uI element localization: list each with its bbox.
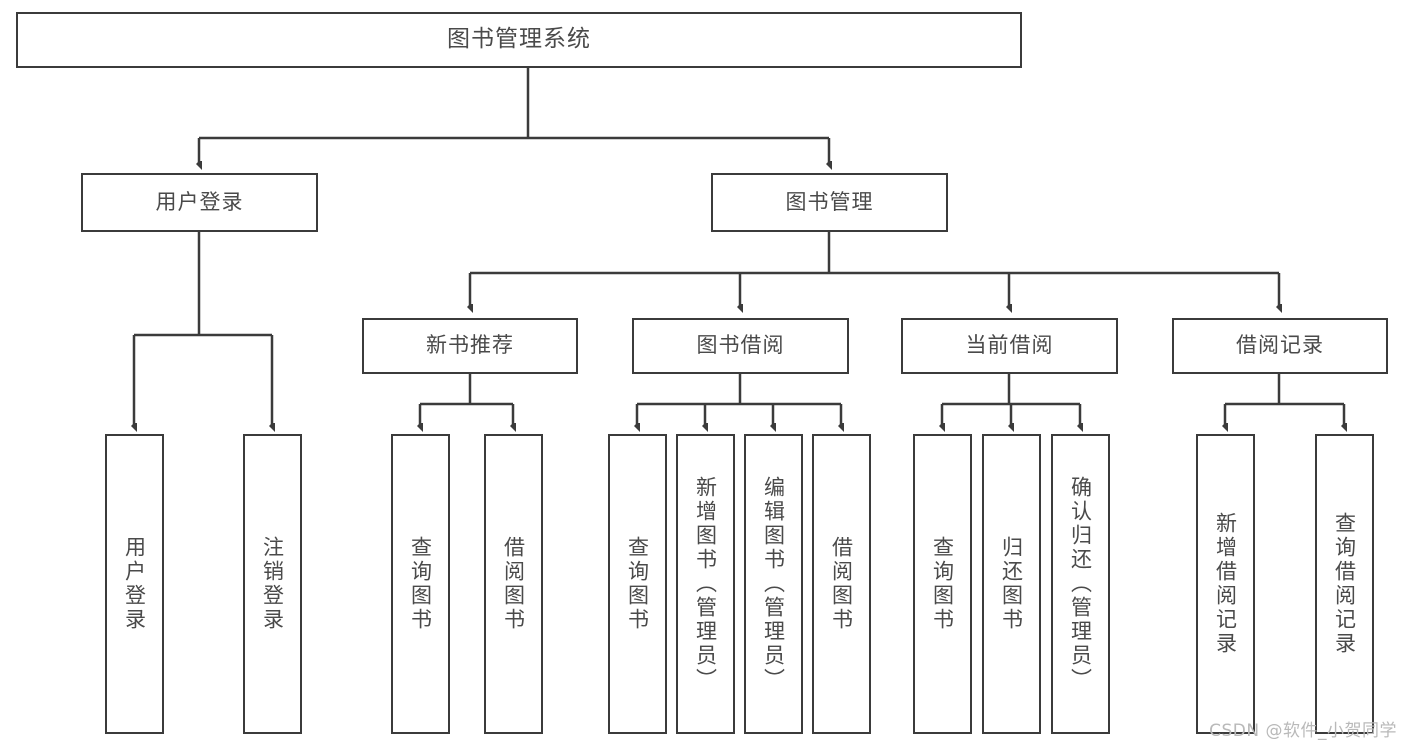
root-node-label: 图书管理系统 (447, 26, 591, 53)
node-book-borrow[interactable]: 图书借阅 (632, 318, 849, 374)
leaf-user-login[interactable]: 用户登录 (105, 434, 164, 734)
leaf-query-borrow-record-label: 查询借阅记录 (1332, 512, 1357, 656)
leaf-edit-book-admin[interactable]: 编辑图书（管理员） (744, 434, 803, 734)
leaf-query-book-2[interactable]: 查询图书 (608, 434, 667, 734)
leaf-borrow-book-1[interactable]: 借阅图书 (484, 434, 543, 734)
node-borrow-record[interactable]: 借阅记录 (1172, 318, 1388, 374)
leaf-add-borrow-record-label: 新增借阅记录 (1213, 512, 1238, 656)
leaf-return-book[interactable]: 归还图书 (982, 434, 1041, 734)
node-borrow-record-label: 借阅记录 (1236, 333, 1324, 358)
leaf-confirm-return-admin[interactable]: 确认归还（管理员） (1051, 434, 1110, 734)
node-new-book-recommend[interactable]: 新书推荐 (362, 318, 578, 374)
leaf-borrow-book-1-label: 借阅图书 (501, 536, 526, 632)
node-user-login[interactable]: 用户登录 (81, 173, 318, 232)
leaf-query-book-1[interactable]: 查询图书 (391, 434, 450, 734)
leaf-borrow-book-2[interactable]: 借阅图书 (812, 434, 871, 734)
leaf-query-book-1-label: 查询图书 (408, 536, 433, 632)
leaf-query-book-3-label: 查询图书 (930, 536, 955, 632)
leaf-add-borrow-record[interactable]: 新增借阅记录 (1196, 434, 1255, 734)
root-node[interactable]: 图书管理系统 (16, 12, 1022, 68)
node-new-book-recommend-label: 新书推荐 (426, 333, 514, 358)
node-book-borrow-label: 图书借阅 (696, 333, 785, 358)
leaf-user-logout-label: 注销登录 (260, 536, 285, 632)
leaf-add-book-admin-label: 新增图书（管理员） (693, 476, 718, 692)
node-current-borrow[interactable]: 当前借阅 (901, 318, 1118, 374)
leaf-borrow-book-2-label: 借阅图书 (829, 536, 854, 632)
leaf-edit-book-admin-label: 编辑图书（管理员） (761, 476, 786, 692)
watermark: CSDN @软件_小贺同学 (1209, 721, 1397, 741)
leaf-query-borrow-record[interactable]: 查询借阅记录 (1315, 434, 1374, 734)
node-current-borrow-label: 当前借阅 (965, 333, 1054, 358)
leaf-return-book-label: 归还图书 (999, 536, 1024, 632)
node-book-management-label: 图书管理 (785, 189, 874, 214)
leaf-query-book-3[interactable]: 查询图书 (913, 434, 972, 734)
leaf-user-login-label: 用户登录 (122, 536, 147, 632)
leaf-query-book-2-label: 查询图书 (625, 536, 650, 632)
leaf-user-logout[interactable]: 注销登录 (243, 434, 302, 734)
node-book-management[interactable]: 图书管理 (711, 173, 948, 232)
leaf-add-book-admin[interactable]: 新增图书（管理员） (676, 434, 735, 734)
node-user-login-label: 用户登录 (155, 189, 244, 214)
leaf-confirm-return-admin-label: 确认归还（管理员） (1068, 476, 1093, 692)
